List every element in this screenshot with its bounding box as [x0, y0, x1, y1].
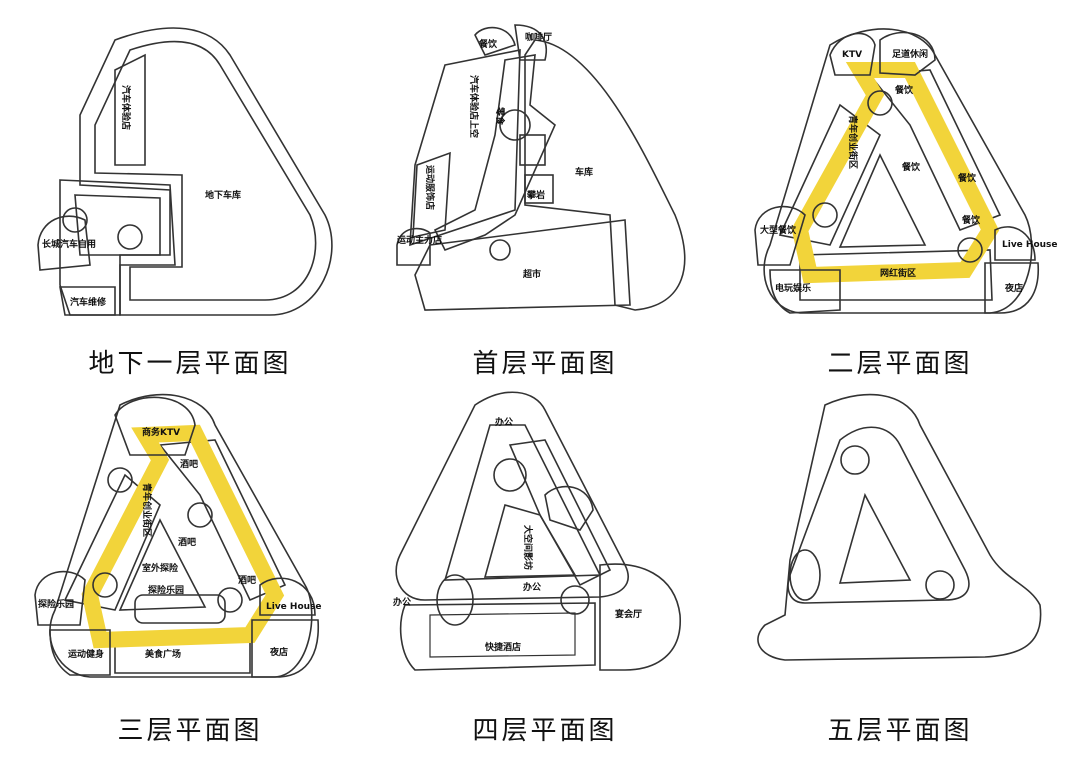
f3-bar3-label: 酒吧	[238, 574, 256, 586]
f3-food-plaza-label: 美食广场	[145, 648, 181, 660]
plan-f2: KTV 足道休闲 餐饮 餐饮 餐饮 餐饮 青年创业街区 大型餐饮 Live Ho…	[730, 15, 1070, 379]
f4-banquet-label: 宴会厅	[615, 608, 642, 620]
b1-repair-label: 汽车维修	[70, 296, 107, 308]
f2-food3-label: 餐饮	[957, 172, 977, 184]
f2-arcade-label: 电玩娱乐	[775, 282, 811, 294]
f3-outdoor-label: 室外探险	[142, 562, 179, 574]
f1-garage-label: 车库	[575, 166, 593, 178]
b1-great-wall-label: 长城汽车自用	[42, 238, 96, 250]
f4-hotel-label: 快捷酒店	[485, 641, 521, 653]
f3-bar2-label: 酒吧	[178, 536, 196, 548]
f3-night-label: 夜店	[269, 646, 288, 658]
plan-f3-drawing: 商务KTV 酒吧 酒吧 酒吧 青年创业街区 室外探险 探险乐园 探险乐园 Liv…	[34, 393, 322, 678]
plan-b1-drawing: 汽车体验店 地下车库 长城汽车自用 汽车维修	[37, 27, 333, 316]
f1-car-shop-label: 汽车体验店上空	[468, 75, 480, 138]
plan-f5: 五层平面图	[730, 385, 1070, 746]
caption-f1: 首层平面图	[472, 349, 618, 379]
f3-gym-label: 运动健身	[68, 648, 104, 660]
f3-youth-label: 青年创业街区	[141, 483, 153, 537]
plan-f1-drawing: 餐饮 咖啡厅 汽车体验店上空 零食 运动服饰店 运动主力店 攀岩 车库 超市	[396, 24, 686, 311]
f2-food2-label: 餐饮	[901, 161, 921, 173]
plan-f1: 餐饮 咖啡厅 汽车体验店上空 零食 运动服饰店 运动主力店 攀岩 车库 超市 首…	[375, 15, 715, 379]
f1-sport-main-label: 运动主力店	[397, 234, 442, 246]
f3-park-label: 探险乐园	[148, 584, 184, 596]
f1-sport-gear-label: 运动服饰店	[424, 165, 436, 210]
f2-ktv-label: KTV	[842, 50, 862, 60]
plan-f3: 商务KTV 酒吧 酒吧 酒吧 青年创业街区 室外探险 探险乐园 探险乐园 Liv…	[20, 385, 360, 746]
plan-f5-drawing	[757, 393, 1042, 661]
f1-food-label: 餐饮	[478, 38, 498, 50]
f4-office2-label: 办公	[393, 596, 411, 608]
f3-park2-label: 探险乐园	[38, 598, 74, 610]
caption-f3: 三层平面图	[117, 716, 263, 746]
f4-bigroom-label: 大空间影坊	[522, 525, 534, 570]
plan-b1: 汽车体验店 地下车库 长城汽车自用 汽车维修 地下一层平面图	[20, 15, 360, 379]
f1-market-label: 超市	[522, 268, 541, 280]
caption-f2: 二层平面图	[827, 349, 973, 379]
f2-net-label: 网红街区	[880, 267, 916, 279]
plan-f4: 办公 办公 办公 大空间影坊 宴会厅 快捷酒店 四层平面图	[375, 385, 715, 746]
f2-youth-label: 青年创业街区	[847, 115, 859, 169]
plan-f2-drawing: KTV 足道休闲 餐饮 餐饮 餐饮 餐饮 青年创业街区 大型餐饮 Live Ho…	[754, 28, 1058, 314]
f2-big-food-label: 大型餐饮	[760, 224, 797, 236]
f2-food1-label: 餐饮	[894, 84, 914, 96]
caption-f5: 五层平面图	[827, 716, 973, 746]
f4-office3-label: 办公	[523, 581, 541, 593]
f4-office1-label: 办公	[495, 416, 513, 428]
f3-live-label: Live House	[266, 602, 322, 612]
f3-bar1-label: 酒吧	[180, 458, 198, 470]
b1-car-exp-label: 汽车体验店	[120, 85, 132, 130]
f2-night-label: 夜店	[1004, 282, 1023, 294]
f1-snacks-label: 零食	[494, 106, 506, 126]
f2-foot-label: 足道休闲	[892, 48, 928, 60]
f1-cafe-label: 咖啡厅	[525, 31, 552, 43]
caption-f4: 四层平面图	[472, 716, 618, 746]
plan-f4-drawing: 办公 办公 办公 大空间影坊 宴会厅 快捷酒店	[393, 391, 681, 671]
caption-b1: 地下一层平面图	[88, 349, 292, 379]
f2-food4-label: 餐饮	[961, 214, 981, 226]
b1-garage-label: 地下车库	[205, 189, 241, 201]
f3-ktv-label: 商务KTV	[142, 426, 180, 438]
f2-live-label: Live House	[1002, 240, 1058, 250]
f1-rock-label: 攀岩	[526, 189, 545, 201]
